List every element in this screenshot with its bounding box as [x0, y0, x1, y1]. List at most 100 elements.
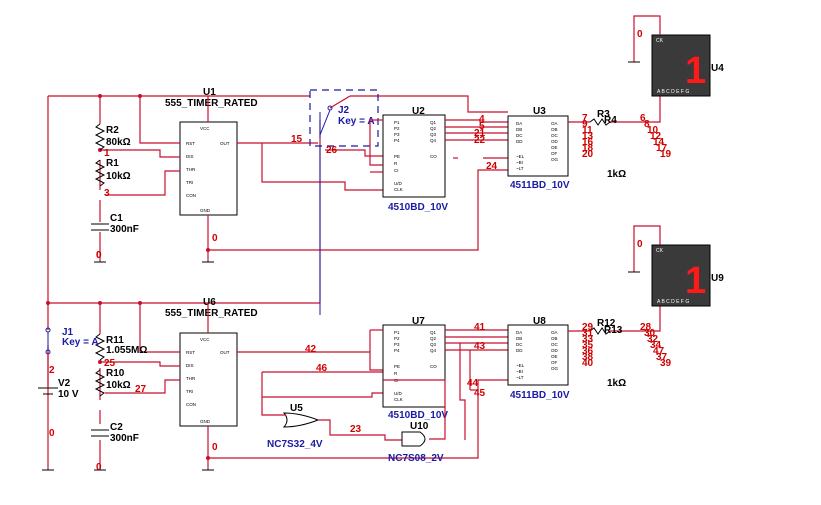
- svg-text:CON: CON: [186, 193, 196, 198]
- svg-text:P4: P4: [394, 138, 400, 143]
- resistor-r2[interactable]: R2 80kΩ: [94, 123, 131, 151]
- decoder-u3[interactable]: U3 4511BD_10V DA DB DC DD ~EL ~BI ~LT OA…: [507, 106, 570, 191]
- svg-text:CO: CO: [430, 154, 437, 159]
- svg-text:CO: CO: [430, 364, 437, 369]
- capacitor-c1[interactable]: C1 300nF: [91, 213, 139, 235]
- svg-text:P2: P2: [394, 126, 400, 131]
- bottom-net-label: 28: [640, 322, 652, 333]
- bottom-net-label: 46: [316, 363, 328, 374]
- top-net-label: 18: [582, 143, 594, 154]
- svg-text:~EL: ~EL: [516, 154, 525, 159]
- svg-text:U/D: U/D: [394, 181, 403, 186]
- svg-text:R10: R10: [106, 368, 125, 379]
- svg-text:OB: OB: [551, 336, 558, 341]
- svg-text:THR: THR: [186, 167, 196, 172]
- svg-text:CLK: CLK: [394, 397, 403, 402]
- bottom-net-label: 45: [474, 388, 486, 399]
- svg-text:A B C D E F G: A B C D E F G: [657, 89, 689, 95]
- svg-text:R2: R2: [106, 125, 119, 136]
- svg-text:OA: OA: [551, 330, 558, 335]
- and-gate-u10[interactable]: U10 NC7S08_2V: [383, 379, 446, 464]
- svg-text:~BI: ~BI: [516, 369, 523, 374]
- top-net-label: 0: [96, 250, 102, 261]
- svg-text:CLK: CLK: [394, 187, 403, 192]
- svg-text:J1: J1: [62, 327, 74, 338]
- bottom-net-label: 42: [305, 344, 317, 355]
- svg-text:OG: OG: [551, 366, 559, 371]
- bottom-net-label: 23: [350, 424, 362, 435]
- battery-v2[interactable]: V2 10 V: [38, 352, 79, 400]
- svg-text:C2: C2: [110, 422, 123, 433]
- timer-u1[interactable]: U1 555_TIMER_RATED VCC RST DIS THR TRI C…: [165, 87, 258, 216]
- svg-text:OC: OC: [551, 342, 559, 347]
- decoder-u8[interactable]: U8 4511BD_10V DA DB DC DD ~EL ~BI ~LT OA…: [507, 316, 570, 401]
- svg-text:R11: R11: [106, 335, 124, 346]
- resistor-r1[interactable]: R1 10kΩ: [94, 158, 131, 187]
- svg-text:U/D: U/D: [394, 391, 403, 396]
- svg-text:VCC: VCC: [200, 337, 210, 342]
- svg-text:OF: OF: [551, 360, 558, 365]
- svg-text:10kΩ: 10kΩ: [106, 171, 131, 182]
- svg-text:U10: U10: [410, 421, 429, 432]
- svg-text:J2: J2: [338, 105, 350, 116]
- or-gate-u5[interactable]: U5 NC7S32_4V: [261, 397, 402, 450]
- svg-text:R12: R12: [597, 318, 616, 329]
- svg-text:RST: RST: [186, 141, 195, 146]
- svg-text:4510BD_10V: 4510BD_10V: [388, 202, 448, 213]
- display-u9[interactable]: CK 1 A B C D E F G U9: [628, 225, 724, 307]
- counter-u2[interactable]: U2 4510BD_10V P1 P2 P3 P4 PE R CI U/D CL…: [382, 106, 448, 213]
- svg-text:GND: GND: [200, 208, 211, 213]
- svg-text:OD: OD: [551, 139, 559, 144]
- svg-text:1kΩ: 1kΩ: [607, 169, 626, 180]
- resistor-r10[interactable]: R10 10kΩ: [94, 368, 131, 397]
- svg-text:P4: P4: [394, 348, 400, 353]
- svg-text:Key = A: Key = A: [62, 337, 99, 348]
- svg-text:PE: PE: [394, 154, 400, 159]
- svg-text:Q1: Q1: [430, 120, 437, 125]
- timer-u6[interactable]: U6 555_TIMER_RATED VCC RST DIS THR TRI C…: [165, 297, 258, 427]
- resistor-r11[interactable]: R11 1.055MΩ: [94, 333, 147, 361]
- counter-u7[interactable]: U7 4510BD_10V P1 P2 P3 P4 PE R CI U/D CL…: [382, 316, 448, 421]
- svg-text:DIS: DIS: [186, 363, 194, 368]
- svg-text:U2: U2: [412, 106, 425, 117]
- bottom-net-label: 0: [637, 239, 643, 250]
- svg-text:Q1: Q1: [430, 330, 437, 335]
- switch-j2[interactable]: J2 Key = A: [309, 89, 379, 147]
- svg-text:DA: DA: [516, 330, 522, 335]
- display-u4[interactable]: CK 1 A B C D E F G U4: [628, 15, 724, 97]
- svg-text:R: R: [394, 371, 398, 376]
- svg-text:DD: DD: [516, 139, 523, 144]
- svg-text:Q3: Q3: [430, 132, 437, 137]
- svg-text:CON: CON: [186, 402, 196, 407]
- top-net-label: 21: [474, 128, 486, 139]
- top-net-label: 19: [660, 149, 672, 160]
- svg-text:OD: OD: [551, 348, 559, 353]
- svg-text:OUT: OUT: [220, 350, 230, 355]
- net-labels: 1526001304521222479111316182068101214171…: [49, 29, 672, 473]
- top-net-label: 0: [96, 250, 102, 261]
- top-net-label: 9: [582, 119, 588, 130]
- svg-text:~BI: ~BI: [516, 160, 523, 165]
- bottom-net-label: 47: [653, 346, 665, 357]
- switch-j1[interactable]: J1 Key = A: [45, 327, 99, 355]
- bottom-net-label: 41: [474, 322, 486, 333]
- svg-text:U4: U4: [711, 63, 724, 74]
- svg-text:300nF: 300nF: [110, 433, 139, 444]
- top-net-label: 5: [479, 121, 485, 132]
- top-net-label: 26: [326, 145, 338, 156]
- svg-text:OG: OG: [551, 157, 559, 162]
- svg-text:TRI: TRI: [186, 180, 193, 185]
- svg-text:P3: P3: [394, 342, 400, 347]
- bottom-net-label: 27: [135, 384, 147, 395]
- bottom-net-label: 25: [104, 358, 116, 369]
- svg-text:P2: P2: [394, 336, 400, 341]
- svg-text:555_TIMER_RATED: 555_TIMER_RATED: [165, 308, 258, 319]
- u3-outputs: R3 R4 1kΩ: [568, 96, 661, 180]
- bottom-net-label: 39: [660, 358, 672, 369]
- svg-text:P1: P1: [394, 330, 400, 335]
- capacitor-c2[interactable]: C2 300nF: [91, 422, 139, 444]
- svg-text:DC: DC: [516, 133, 523, 138]
- u1-wiring: [98, 96, 508, 262]
- svg-text:Q3: Q3: [430, 342, 437, 347]
